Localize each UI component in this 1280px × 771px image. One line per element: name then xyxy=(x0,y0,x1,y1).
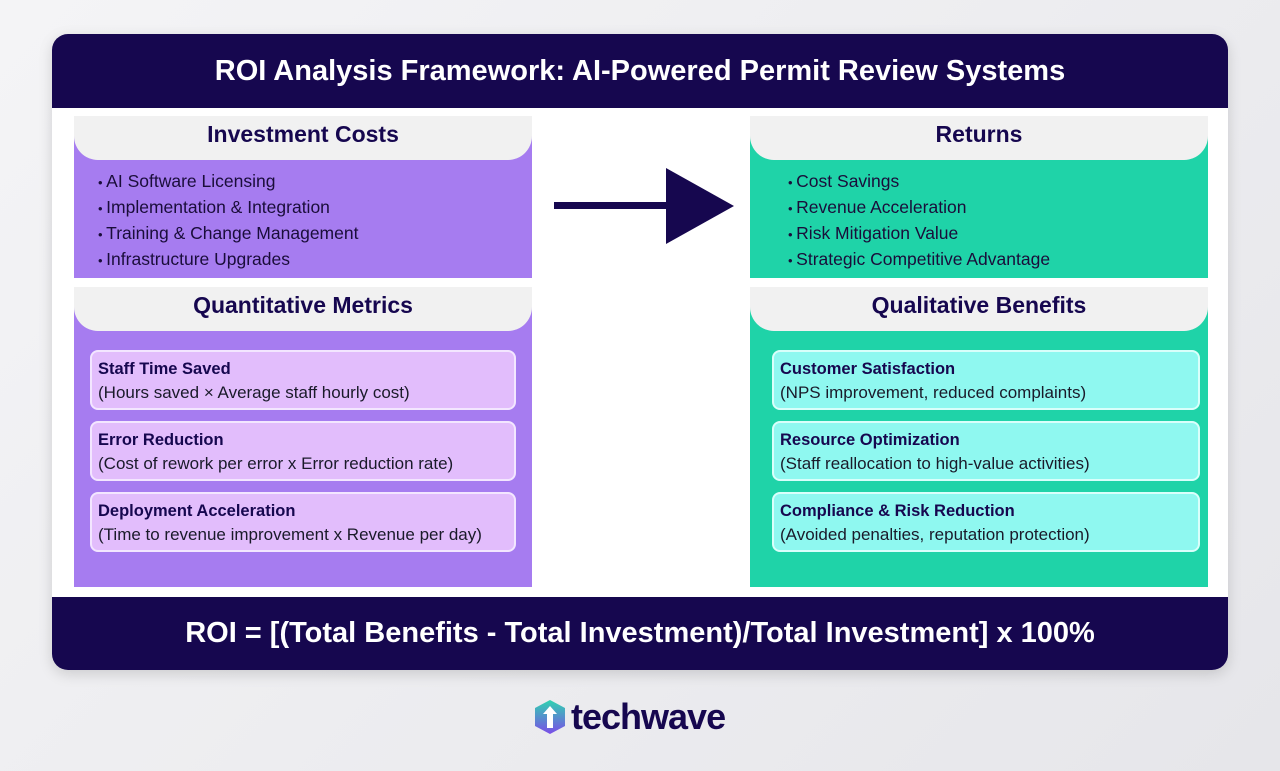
framework-card: ROI Analysis Framework: AI-Powered Permi… xyxy=(52,34,1228,670)
list-item: Risk Mitigation Value xyxy=(788,221,1208,247)
page-title: ROI Analysis Framework: AI-Powered Permi… xyxy=(52,34,1228,108)
arrow-right-icon xyxy=(554,168,734,244)
investment-costs-panel: Investment Costs AI Software Licensing I… xyxy=(74,116,532,278)
metric-box: Error Reduction (Cost of rework per error… xyxy=(90,421,516,481)
metric-desc: (Cost of rework per error x Error reduct… xyxy=(98,454,454,473)
list-item: Training & Change Management xyxy=(98,221,532,247)
benefit-box: Compliance & Risk Reduction (Avoided pena… xyxy=(772,492,1200,552)
metric-title: Error Reduction xyxy=(98,431,224,449)
metric-box: Deployment Acceleration (Time to revenue … xyxy=(90,492,516,552)
list-item: Revenue Acceleration xyxy=(788,195,1208,221)
metric-desc: (Hours saved × Average staff hourly cost… xyxy=(98,383,410,402)
logo-text: techwave xyxy=(571,696,726,737)
benefit-title: Compliance & Risk Reduction xyxy=(780,502,1015,520)
roi-formula: ROI = [(Total Benefits - Total Investmen… xyxy=(52,597,1228,670)
techwave-logo: techwave xyxy=(533,696,726,738)
benefit-title: Customer Satisfaction xyxy=(780,360,956,378)
quantitative-metrics-panel: Quantitative Metrics Staff Time Saved (Ho… xyxy=(74,287,532,587)
metric-desc: (Time to revenue improvement x Revenue p… xyxy=(98,525,482,544)
returns-panel: Returns Cost Savings Revenue Acceleratio… xyxy=(750,116,1208,278)
metric-box: Staff Time Saved (Hours saved × Average s… xyxy=(90,350,516,410)
panel-title: Quantitative Metrics xyxy=(74,287,532,331)
benefit-desc: (Staff reallocation to high-value activi… xyxy=(780,454,1090,473)
metric-title: Deployment Acceleration xyxy=(98,502,296,520)
benefit-box: Customer Satisfaction (NPS improvement, r… xyxy=(772,350,1200,410)
list-item: Strategic Competitive Advantage xyxy=(788,247,1208,273)
qualitative-benefits-panel: Qualitative Benefits Customer Satisfacti… xyxy=(750,287,1208,587)
list-item: Infrastructure Upgrades xyxy=(98,247,532,273)
benefit-desc: (Avoided penalties, reputation protectio… xyxy=(780,525,1090,544)
techwave-logo-icon xyxy=(535,700,565,734)
benefit-title: Resource Optimization xyxy=(780,431,960,449)
benefit-desc: (NPS improvement, reduced complaints) xyxy=(780,383,1087,402)
benefit-box: Resource Optimization (Staff reallocation… xyxy=(772,421,1200,481)
list-item: Implementation & Integration xyxy=(98,195,532,221)
metric-title: Staff Time Saved xyxy=(98,360,231,378)
list-item: Cost Savings xyxy=(788,169,1208,195)
panel-title: Returns xyxy=(750,116,1208,160)
list-item: AI Software Licensing xyxy=(98,169,532,195)
panel-title: Investment Costs xyxy=(74,116,532,160)
panel-title: Qualitative Benefits xyxy=(750,287,1208,331)
